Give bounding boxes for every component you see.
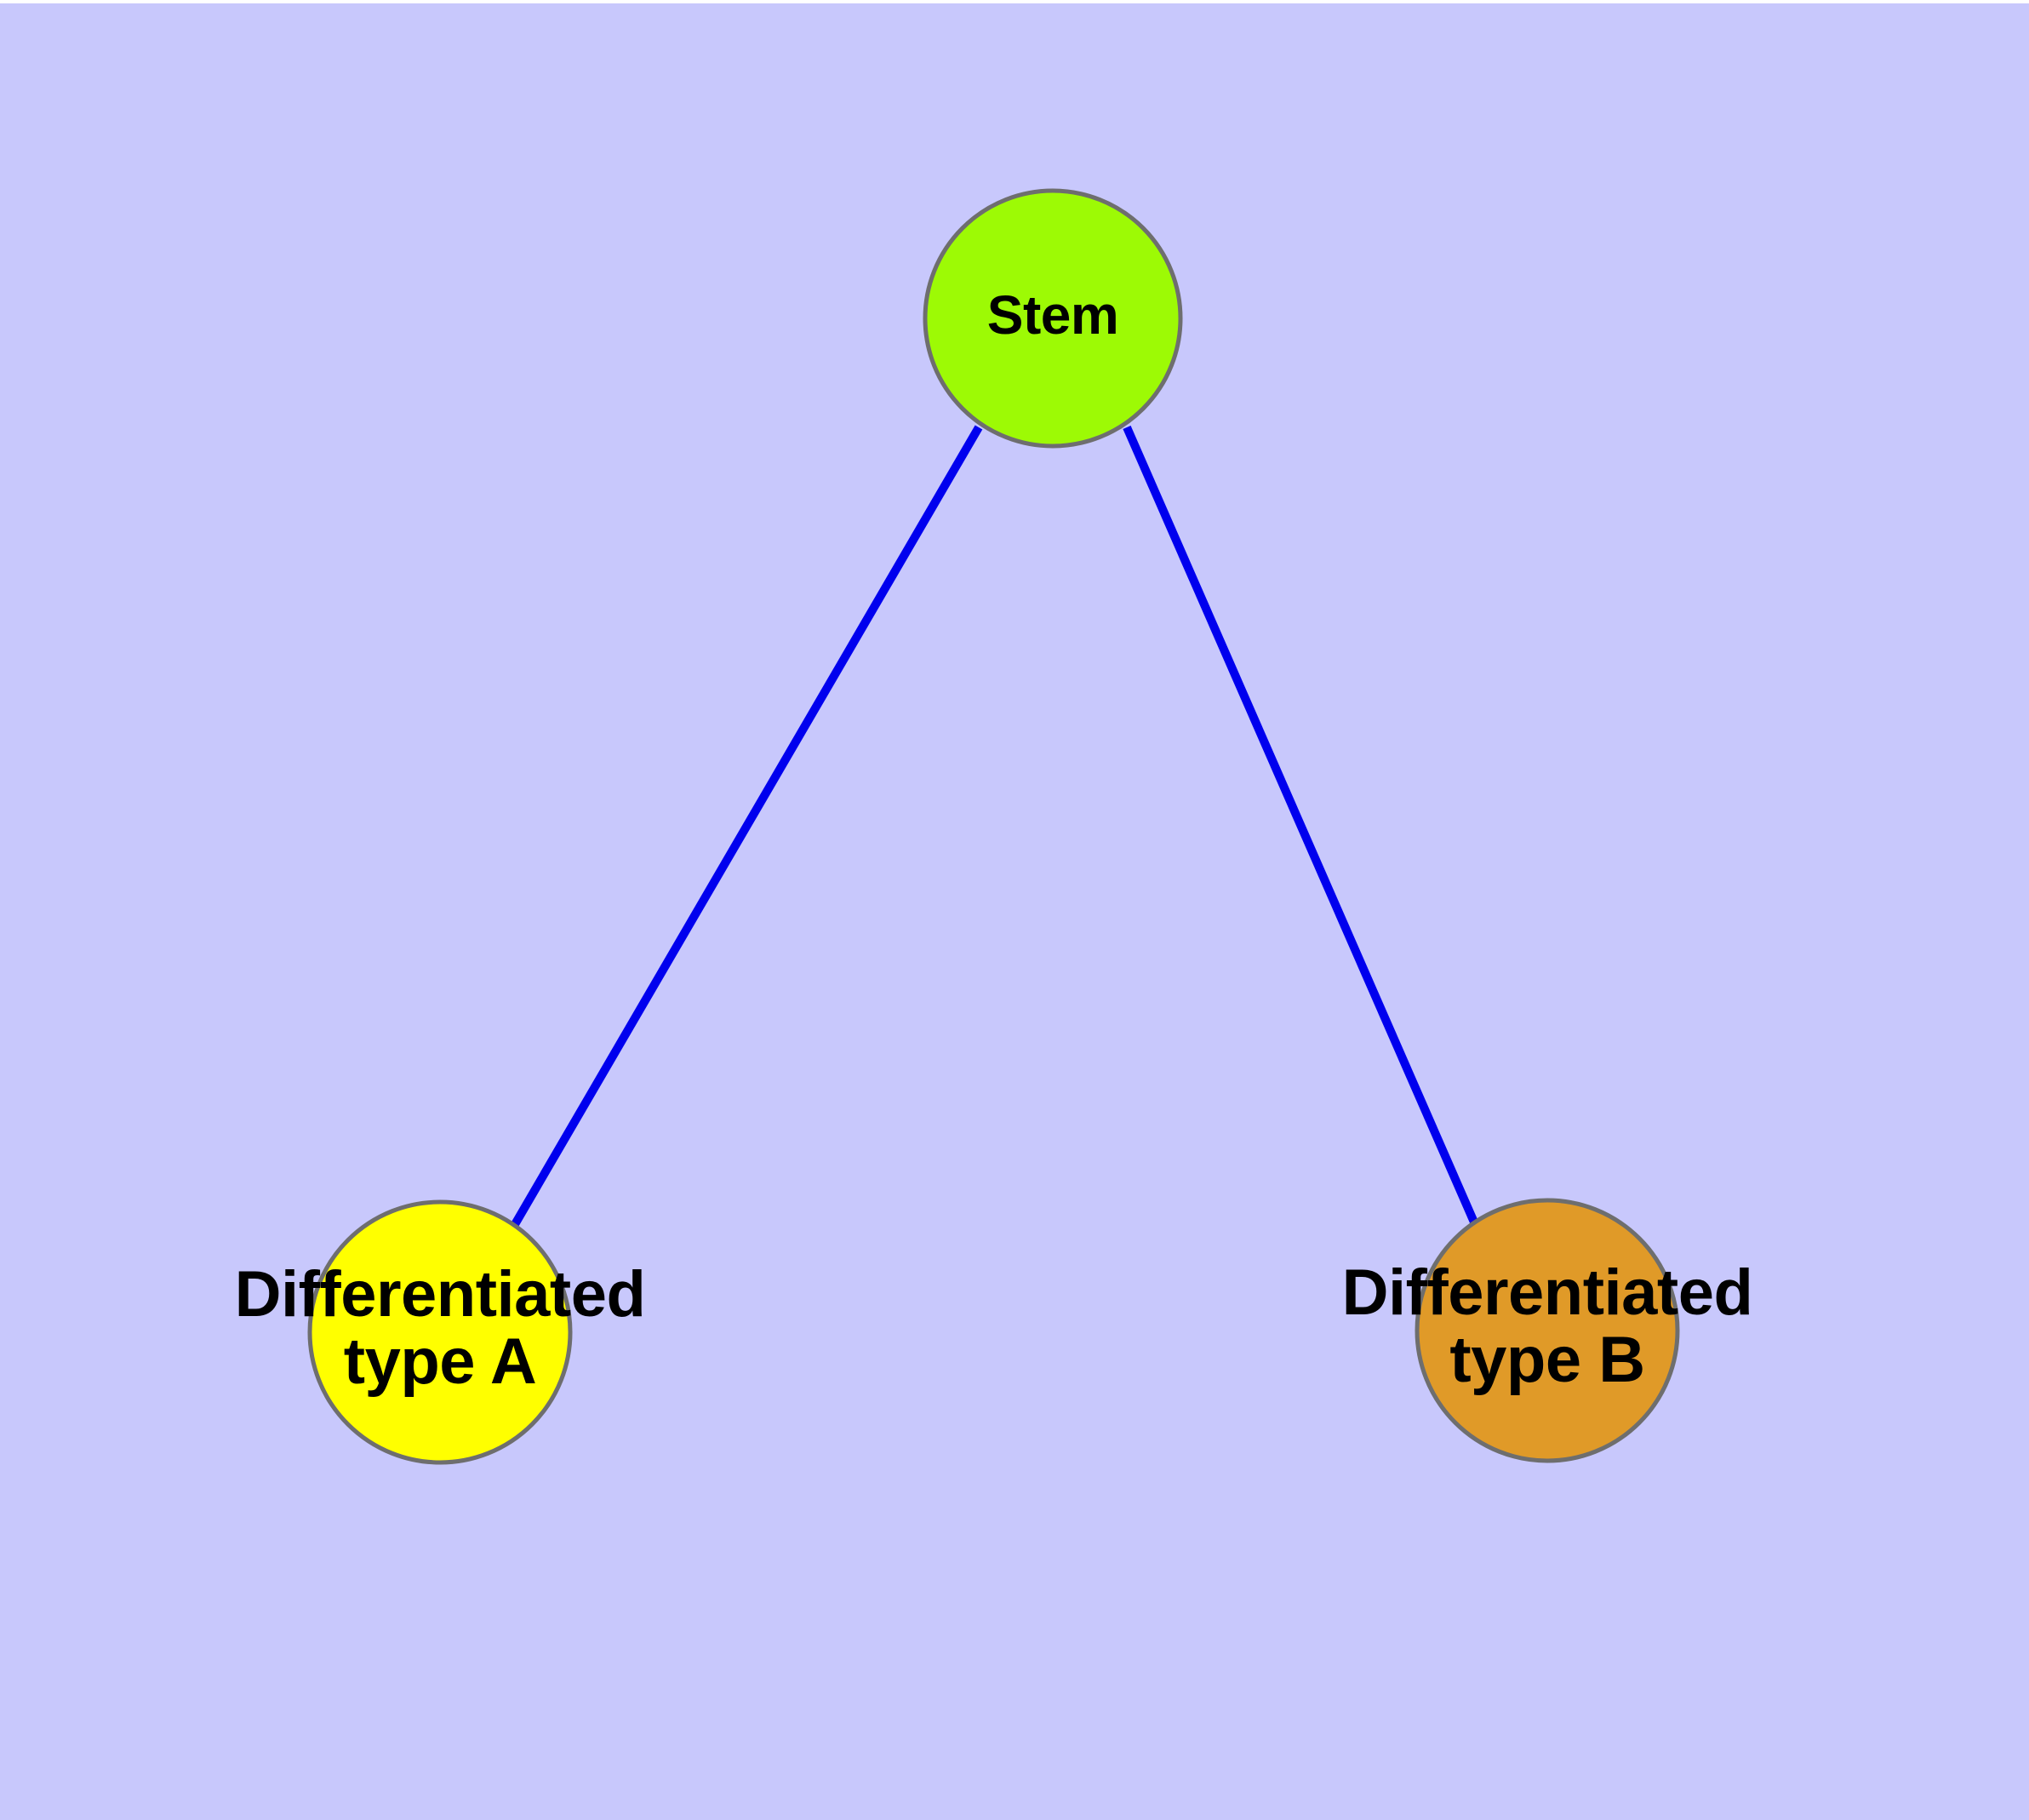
edge-layer bbox=[510, 425, 1479, 1228]
node-layer bbox=[307, 188, 1680, 1465]
canvas-top-margin bbox=[0, 0, 2029, 3]
edge-stem-to-diff-b[interactable] bbox=[1123, 425, 1479, 1227]
node-diff-b[interactable] bbox=[1415, 1198, 1680, 1463]
node-stem[interactable] bbox=[923, 188, 1183, 449]
edge-stem-to-diff-a[interactable] bbox=[510, 425, 983, 1228]
node-diff-a[interactable] bbox=[307, 1199, 573, 1465]
